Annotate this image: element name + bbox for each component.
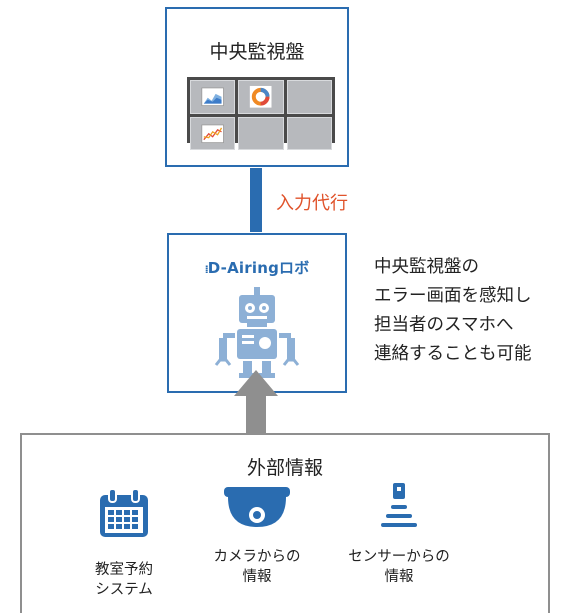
- calendar-icon: [100, 488, 148, 537]
- robot-description-line: 担当者のスマホへ: [374, 315, 514, 335]
- source-label-line: 情報: [242, 569, 272, 585]
- source-label-line: 情報: [384, 569, 414, 585]
- area-chart-icon: [201, 87, 224, 107]
- d-airing-robot-box: ⁞D-Airingロボ: [167, 233, 347, 393]
- monitor-cell-line-chart: [190, 116, 236, 151]
- d-airing-robot-logo: ⁞D-Airingロボ: [169, 257, 345, 278]
- up-arrow-icon: [234, 370, 278, 434]
- logo-text: D-Airingロボ: [207, 259, 310, 277]
- source-label-line: センサーからの: [348, 549, 450, 565]
- sensor-icon: [381, 483, 417, 527]
- robot-icon: [214, 287, 300, 378]
- security-camera-icon: [224, 487, 290, 527]
- robot-description-line: 中央監視盤の: [374, 257, 479, 277]
- monitor-cell-blank-3: [286, 116, 332, 151]
- line-chart-icon: [201, 124, 224, 143]
- monitor-cell-area-chart: [190, 80, 236, 114]
- source-label-line: システム: [95, 582, 153, 598]
- source-label-line: 教室予約: [95, 562, 153, 578]
- source-label-line: カメラからの: [213, 549, 301, 565]
- input-proxy-connector: [250, 168, 262, 232]
- external-info-title: 外部情報: [246, 457, 323, 479]
- donut-chart-icon: [250, 85, 272, 108]
- monitor-cell-blank-2: [238, 116, 284, 151]
- monitor-cell-donut-chart: [238, 80, 284, 114]
- logo-mark-icon: ⁞: [204, 263, 209, 276]
- robot-description-line: エラー画面を感知し: [374, 286, 532, 306]
- source-label-sensor: センサーからの 情報: [334, 547, 464, 587]
- central-monitor-title: 中央監視盤: [209, 41, 305, 63]
- robot-description: 中央監視盤の エラー画面を感知し 担当者のスマホへ 連絡することも可能: [374, 253, 532, 369]
- central-monitor-box: 中央監視盤: [165, 7, 349, 167]
- monitor-screen-grid: [187, 77, 335, 151]
- input-proxy-label: 入力代行: [276, 193, 348, 214]
- monitor-cell-blank-1: [286, 80, 332, 114]
- robot-description-line: 連絡することも可能: [374, 344, 532, 364]
- source-label-camera: カメラからの 情報: [192, 547, 322, 587]
- source-label-reservation: 教室予約 システム: [59, 560, 189, 600]
- external-info-box: 外部情報 教室予約 システム カメラからの 情報 センサーからの 情報: [20, 433, 550, 613]
